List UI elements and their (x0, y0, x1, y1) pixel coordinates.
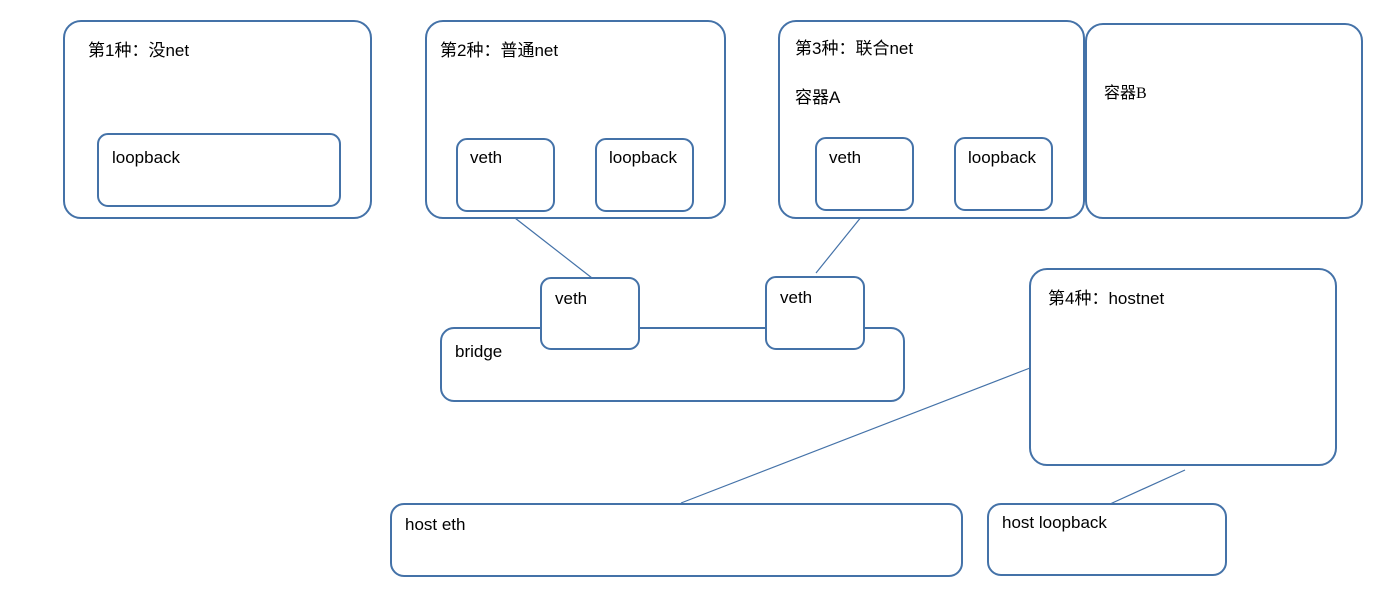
kind2-loopback-box[interactable] (595, 138, 694, 212)
kind2-title: 第2种：普通net (440, 41, 559, 60)
kind3-veth-label: veth (829, 148, 862, 167)
kind3-loopback-box[interactable] (954, 137, 1053, 211)
kind4-title: 第4种：hostnet (1048, 289, 1165, 308)
host-loopback-box[interactable] (987, 503, 1227, 576)
host-eth-box[interactable] (390, 503, 963, 577)
bridge-label: bridge (455, 342, 503, 361)
bridge-veth-left-box[interactable] (540, 277, 640, 350)
kind1-title: 第1种：没net (88, 41, 190, 60)
kind3-loopback-label: loopback (968, 148, 1037, 167)
kind3-title: 第3种：联合net (795, 39, 914, 58)
kind4-hostnet-box[interactable] (1029, 268, 1337, 466)
bridge-veth-right-label: veth (780, 288, 813, 307)
host-loopback-label: host loopback (1002, 513, 1107, 532)
kind2-veth-label: veth (470, 148, 503, 167)
link-container3-veth-to-bridge-veth (815, 210, 867, 274)
container-b-box[interactable] (1085, 23, 1363, 219)
bridge-veth-left-label: veth (555, 289, 588, 308)
link-hostnet-to-host-loopback (1109, 469, 1186, 505)
kind1-loopback-box[interactable] (97, 133, 341, 207)
host-eth-label: host eth (405, 515, 466, 534)
bridge-veth-right-box[interactable] (765, 276, 865, 350)
kind2-loopback-label: loopback (609, 148, 678, 167)
kind1-loopback-label: loopback (112, 148, 181, 167)
container-b-label: 容器B (1104, 85, 1147, 102)
kind3-veth-box[interactable] (815, 137, 914, 211)
container-a-label: 容器A (795, 88, 841, 107)
link-container2-veth-to-bridge-veth (505, 210, 593, 279)
kind2-veth-box[interactable] (456, 138, 555, 212)
